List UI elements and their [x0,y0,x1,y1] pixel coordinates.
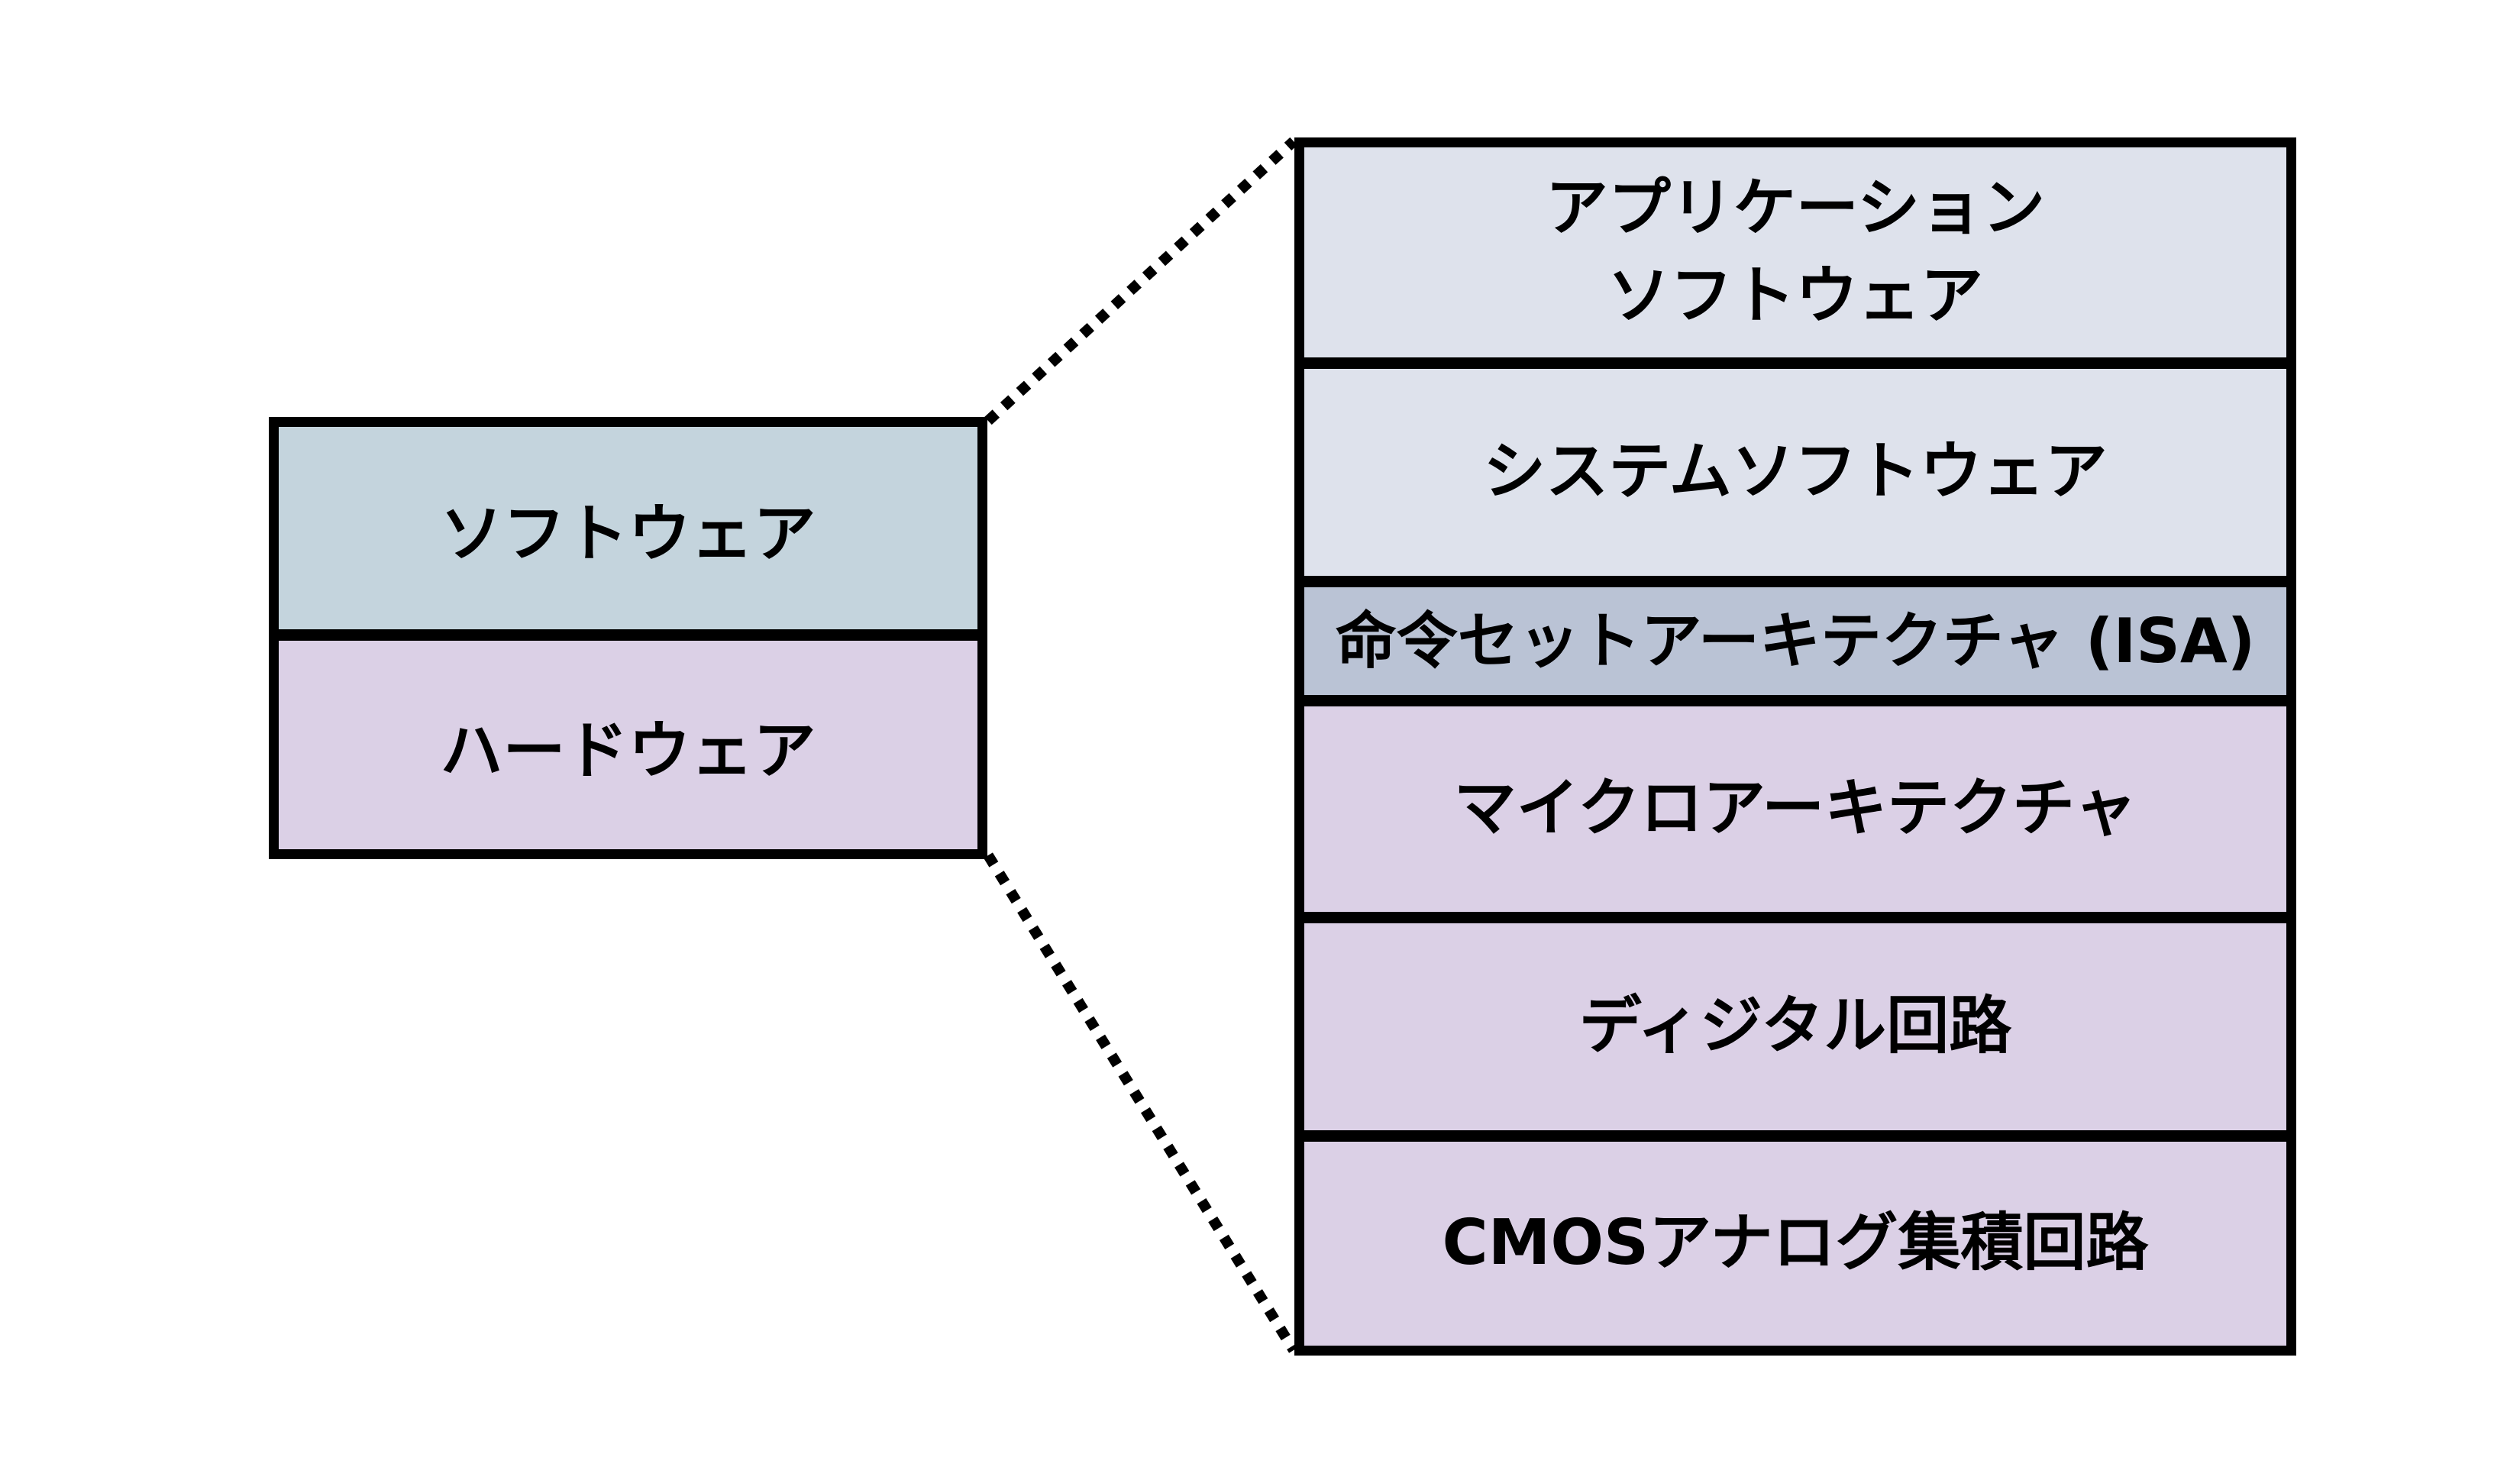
detail-stack: アプリケーション ソフトウェア システムソフトウェア 命令セットアーキテクチャ … [1294,137,2296,1356]
stack-row-digital-circuits: ディジタル回路 [1304,912,2286,1130]
stack-row-application-software: アプリケーション ソフトウェア [1304,147,2286,357]
stack-row-microarchitecture: マイクロアーキテクチャ [1304,695,2286,912]
connector-line-bottom [984,852,1298,1353]
row-label-line: マイクロアーキテクチャ [1453,772,2137,845]
overview-software-cell: ソフトウェア [279,427,977,629]
row-label-line: CMOSアナログ集積回路 [1442,1207,2149,1280]
row-label-line: 命令セットアーキテクチャ (ISA) [1335,605,2256,677]
connector-line-top [984,137,1297,425]
stack-row-cmos-analog-ic: CMOSアナログ集積回路 [1304,1130,2286,1346]
stack-row-system-software: システムソフトウェア [1304,357,2286,576]
row-label-line: システムソフトウェア [1483,435,2108,509]
overview-hardware-label: ハードウェア [440,715,816,787]
stack-row-isa: 命令セットアーキテクチャ (ISA) [1304,576,2286,695]
row-label-line: アプリケーション [1545,171,2046,244]
row-label-line: ソフトウェア [1607,259,1983,332]
overview-hardware-cell: ハードウェア [279,629,977,849]
row-label-line: ディジタル回路 [1578,990,2012,1063]
overview-box: ソフトウェア ハードウェア [269,417,987,859]
overview-software-label: ソフトウェア [440,498,816,570]
